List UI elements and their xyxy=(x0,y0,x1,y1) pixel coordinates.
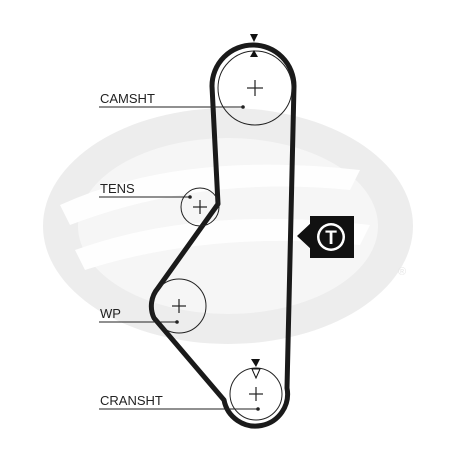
camshaft-timing-pointer-icon xyxy=(250,50,258,57)
tensioner-label: TENS xyxy=(100,181,135,196)
crankshaft-leader-dot xyxy=(256,407,260,411)
camshaft-timing-mark-icon xyxy=(250,34,258,42)
water-pump-leader-dot xyxy=(175,320,179,324)
water-pump-label: WP xyxy=(100,306,121,321)
crankshaft-pulley xyxy=(229,359,283,421)
tensioner-leader-dot xyxy=(188,195,192,199)
timing-belt xyxy=(148,42,297,429)
crankshaft-timing-mark-icon xyxy=(251,359,260,367)
camshaft-pulley xyxy=(217,34,293,126)
tension-point-icon: T xyxy=(297,216,354,258)
camshaft-label: CAMSHT xyxy=(100,91,155,106)
gates-logo-watermark: ® xyxy=(43,108,413,344)
registered-mark: ® xyxy=(398,266,406,278)
crankshaft-timing-pointer-icon xyxy=(251,368,261,380)
water-pump-pulley xyxy=(151,278,207,334)
tensioner-pulley xyxy=(180,187,220,227)
tension-point-letter: T xyxy=(325,228,337,249)
crankshaft-label: CRANSHT xyxy=(100,393,163,408)
camshaft-leader-dot xyxy=(241,105,245,109)
